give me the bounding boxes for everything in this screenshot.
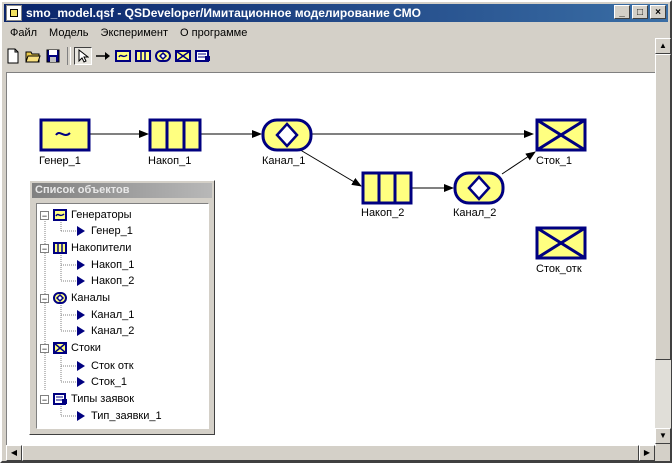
collapse-icon[interactable]: −: [40, 343, 49, 354]
tree-group-label: Каналы: [71, 292, 111, 304]
title-bar[interactable]: smo_model.qsf - QSDeveloper/Имитационное…: [4, 4, 668, 22]
app-icon: [6, 5, 22, 21]
request-type-icon: [53, 393, 67, 405]
tree-group-label: Типы заявок: [71, 393, 135, 405]
node-sink-stokotk: [535, 226, 587, 260]
tree-group-channels[interactable]: − Каналы: [40, 290, 110, 306]
scroll-down-button[interactable]: ▼: [655, 428, 671, 444]
node-label-kanal1: Канал_1: [262, 155, 306, 167]
triangle-bullet-icon: [77, 377, 85, 387]
tree-group-label: Генераторы: [71, 209, 132, 221]
tree-item-label: Накоп_2: [91, 275, 135, 287]
node-label-nakop2: Накоп_2: [361, 207, 405, 219]
node-channel-kanal2: [453, 171, 505, 205]
sink-tool-icon[interactable]: [174, 47, 192, 65]
new-file-icon[interactable]: [4, 47, 22, 65]
horizontal-scrollbar[interactable]: ◀ ▶: [6, 445, 655, 461]
tree-item-gen1[interactable]: Генер_1: [77, 223, 133, 239]
tree-item-label: Канал_2: [91, 325, 135, 337]
minimize-button[interactable]: _: [614, 5, 630, 19]
menu-bar: Файл Модель Эксперимент О программе: [4, 24, 253, 42]
node-label-nakop1: Накоп_1: [148, 155, 192, 167]
triangle-bullet-icon: [77, 310, 85, 320]
node-channel-kanal1: [261, 118, 313, 152]
tree-item-label: Тип_заявки_1: [91, 410, 162, 422]
node-accumulator-nakop2: [361, 171, 413, 205]
menu-file[interactable]: Файл: [10, 27, 38, 39]
collapse-icon[interactable]: −: [40, 293, 49, 304]
tree-item-stokotk[interactable]: Сток отк: [77, 358, 134, 374]
tree-item-label: Сток_1: [91, 376, 128, 388]
channel-tool-icon[interactable]: [154, 47, 172, 65]
tree-item-label: Канал_1: [91, 309, 135, 321]
generator-icon: [53, 209, 67, 221]
tree-item-stok1[interactable]: Сток_1: [77, 374, 127, 390]
vertical-scroll-thumb[interactable]: [655, 54, 671, 360]
tree-group-generators[interactable]: − Генераторы: [40, 207, 132, 223]
tree-group-accumulators[interactable]: − Накопители: [40, 240, 131, 256]
close-button[interactable]: ×: [650, 5, 666, 19]
tree-item-label: Сток отк: [91, 360, 134, 372]
pointer-icon[interactable]: [74, 47, 92, 65]
accumulator-icon: [53, 242, 67, 254]
node-label-stok1: Сток_1: [536, 155, 573, 167]
collapse-icon[interactable]: −: [40, 210, 49, 221]
arrow-connector-icon[interactable]: [94, 47, 112, 65]
collapse-icon[interactable]: −: [40, 243, 49, 254]
object-list-title[interactable]: Список объектов: [32, 183, 212, 198]
triangle-bullet-icon: [77, 361, 85, 371]
scroll-up-button[interactable]: ▲: [655, 38, 671, 54]
window-title: smo_model.qsf - QSDeveloper/Имитационное…: [26, 6, 421, 20]
horizontal-scroll-thumb[interactable]: [22, 445, 639, 461]
open-folder-icon[interactable]: [24, 47, 42, 65]
toolbar: [4, 45, 668, 67]
tree-group-label: Накопители: [71, 242, 132, 254]
generator-tool-icon[interactable]: [114, 47, 132, 65]
object-list-panel: Список объектов − Генераторы: [29, 180, 215, 435]
scroll-left-button[interactable]: ◀: [6, 445, 22, 461]
tree-group-request-types[interactable]: − Типы заявок: [40, 391, 134, 407]
tree-item-label: Генер_1: [91, 225, 133, 237]
object-tree: − Генераторы Генер_1 − Накопители Накоп_…: [36, 203, 209, 429]
link-kanal1-nakop2: [296, 147, 362, 187]
tree-item-nakop2[interactable]: Накоп_2: [77, 273, 134, 289]
model-diagram: [39, 118, 587, 260]
collapse-icon[interactable]: −: [40, 394, 49, 405]
triangle-bullet-icon: [77, 276, 85, 286]
tree-item-kanal1[interactable]: Канал_1: [77, 307, 134, 323]
channel-icon: [53, 292, 67, 304]
tree-group-label: Стоки: [71, 342, 101, 354]
request-type-tool-icon[interactable]: [194, 47, 212, 65]
save-icon[interactable]: [44, 47, 62, 65]
node-label-stokotk: Сток_отк: [536, 263, 582, 275]
vertical-scrollbar[interactable]: ▲ ▼: [655, 38, 671, 444]
node-label-gen1: Генер_1: [39, 155, 81, 167]
link-kanal2-stok1: [501, 151, 536, 175]
menu-model[interactable]: Модель: [49, 27, 89, 39]
triangle-bullet-icon: [77, 411, 85, 421]
menu-experiment[interactable]: Эксперимент: [100, 27, 169, 39]
node-sink-stok1: [535, 118, 587, 152]
node-generator-gen1: [39, 118, 91, 152]
sink-icon: [53, 342, 67, 354]
accumulator-tool-icon[interactable]: [134, 47, 152, 65]
node-label-kanal2: Канал_2: [453, 207, 497, 219]
triangle-bullet-icon: [77, 326, 85, 336]
scroll-right-button[interactable]: ▶: [639, 445, 655, 461]
tree-group-sinks[interactable]: − Стоки: [40, 340, 101, 356]
node-accumulator-nakop1: [148, 118, 202, 152]
menu-about[interactable]: О программе: [180, 27, 248, 39]
triangle-bullet-icon: [77, 260, 85, 270]
tree-item-kanal2[interactable]: Канал_2: [77, 323, 134, 339]
tree-item-request-type1[interactable]: Тип_заявки_1: [77, 408, 162, 424]
tree-item-nakop1[interactable]: Накоп_1: [77, 257, 134, 273]
triangle-bullet-icon: [77, 226, 85, 236]
maximize-button[interactable]: □: [632, 5, 648, 19]
tree-item-label: Накоп_1: [91, 259, 135, 271]
